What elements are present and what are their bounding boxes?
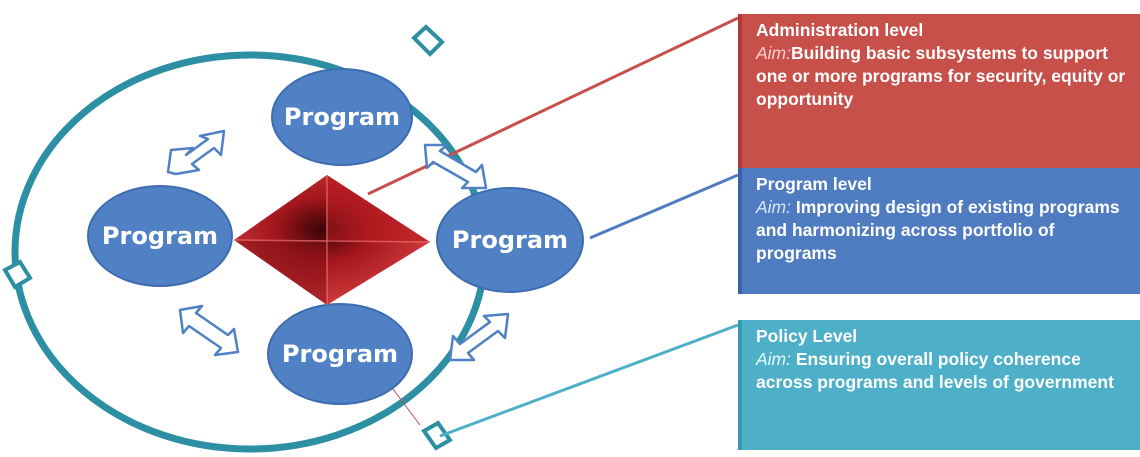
program-aim-text: Improving design of existing programs an… bbox=[756, 197, 1120, 263]
ring-arrowhead-left bbox=[2, 259, 33, 290]
program-node-left: Program bbox=[87, 185, 233, 287]
ring-arrowhead-bottom-right bbox=[421, 420, 453, 451]
policy-aim-text: Ensuring overall policy coherence across… bbox=[756, 349, 1114, 392]
double-arrow-top-right bbox=[423, 143, 488, 190]
program-node-right: Program bbox=[436, 187, 584, 293]
program-level-box: Program level Aim: Improving design of e… bbox=[738, 168, 1140, 294]
connector-program bbox=[589, 173, 739, 240]
administration-aim-label: Aim: bbox=[756, 43, 791, 63]
svg-text:Program: Program bbox=[282, 340, 398, 368]
outer-ring bbox=[11, 51, 489, 453]
policy-level-box: Policy Level Aim: Ensuring overall polic… bbox=[738, 320, 1140, 450]
central-pyramid bbox=[233, 175, 431, 305]
svg-text:Program: Program bbox=[102, 222, 218, 250]
double-arrow-top-left bbox=[166, 129, 226, 176]
program-node-bottom: Program bbox=[267, 303, 413, 405]
svg-text:Program: Program bbox=[284, 103, 400, 131]
policy-aim-label: Aim: bbox=[756, 349, 791, 369]
administration-level-box: Administration level Aim:Building basic … bbox=[738, 14, 1140, 172]
administration-aim-text: Building basic subsystems to support one… bbox=[756, 43, 1126, 109]
policy-level-title: Policy Level bbox=[756, 326, 858, 346]
double-arrow-bottom-left bbox=[178, 304, 240, 357]
program-level-title: Program level bbox=[756, 174, 872, 194]
ring-arrowhead-top bbox=[411, 24, 445, 57]
double-arrow-bottom-right bbox=[448, 312, 510, 362]
svg-text:Program: Program bbox=[452, 226, 568, 254]
program-node-top: Program bbox=[271, 68, 413, 166]
program-aim-label: Aim: bbox=[756, 197, 791, 217]
administration-level-title: Administration level bbox=[756, 20, 924, 40]
connector-policy bbox=[439, 323, 739, 438]
